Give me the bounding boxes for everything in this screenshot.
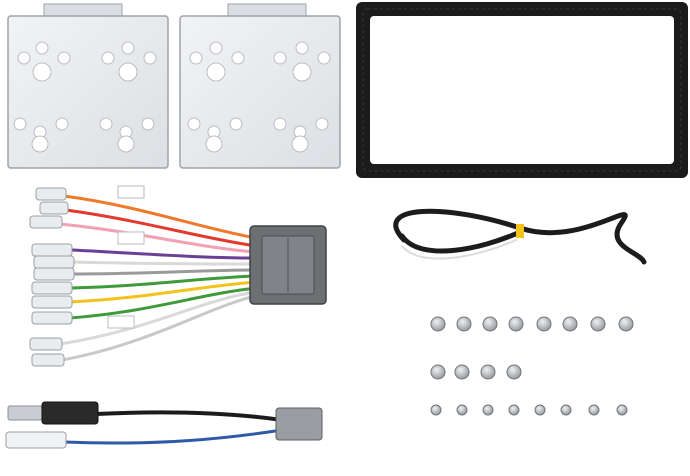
- wire-white-3: [60, 294, 258, 362]
- antenna-wire-terminal: [5, 431, 67, 449]
- wire-purple: [70, 248, 258, 260]
- wire-green: [70, 274, 258, 290]
- screw-row-small: [430, 404, 628, 416]
- wire-tag: [107, 315, 135, 329]
- wire-yellow: [68, 280, 258, 304]
- antenna-wire-blue: [63, 428, 283, 445]
- screw-set: [430, 316, 634, 416]
- black-cable: [393, 208, 647, 265]
- wire-tag: [117, 231, 145, 245]
- antenna-plug-tip: [7, 405, 43, 421]
- trim-frame: [356, 2, 688, 178]
- cable-loop: [393, 208, 647, 265]
- wire-white: [72, 260, 258, 266]
- screw-row-medium: [430, 364, 522, 380]
- cable-tie: [516, 224, 524, 238]
- trim-frame-texture: [362, 8, 682, 172]
- screw-row-large: [430, 316, 634, 332]
- antenna-connector: [275, 407, 323, 441]
- wire-orange: [62, 194, 258, 240]
- mounting-bracket-left: [7, 3, 169, 169]
- wire-green-2: [68, 286, 258, 320]
- wiring-harness: [29, 185, 327, 367]
- cable-sheath: [401, 239, 517, 260]
- trim-frame-opening: [370, 16, 674, 164]
- cable-loop-2: [399, 229, 523, 254]
- antenna-cable-black: [95, 410, 283, 422]
- mounting-bracket-right: [179, 3, 341, 169]
- wire-white-2: [58, 290, 258, 346]
- antenna-adapter-cable: [5, 401, 323, 449]
- wire-red: [64, 208, 258, 248]
- bracket-plate: [179, 15, 341, 169]
- antenna-plug-body: [41, 401, 99, 425]
- wire-tag: [117, 185, 145, 199]
- wire-grey: [72, 268, 258, 276]
- wire-pink: [58, 222, 258, 254]
